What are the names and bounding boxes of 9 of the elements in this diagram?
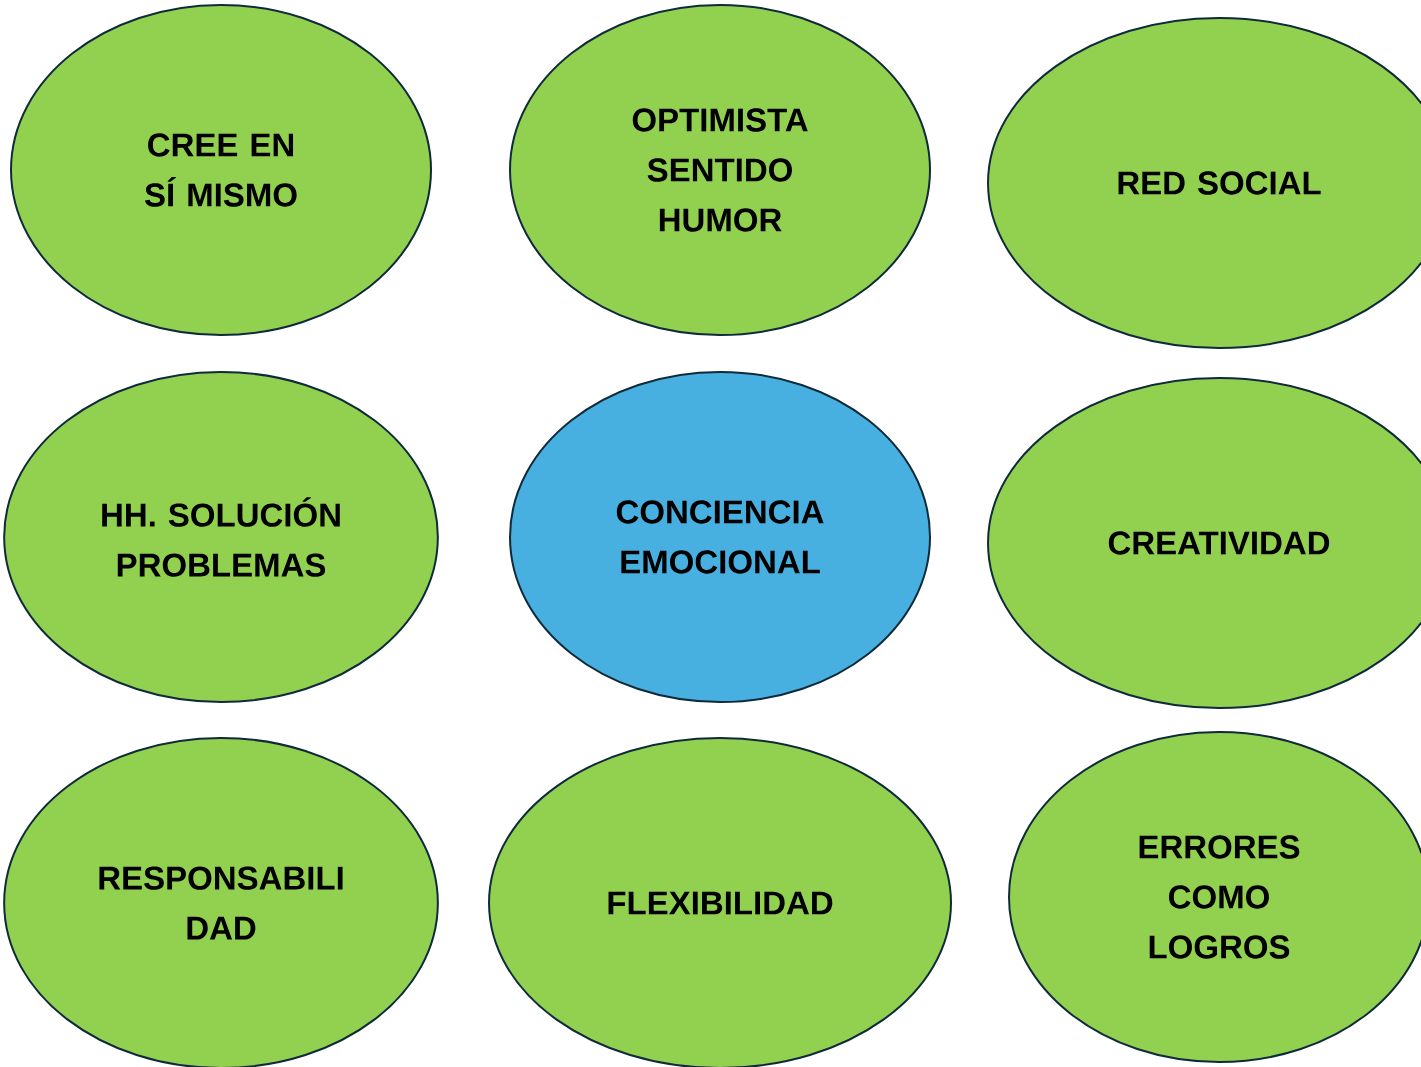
ellipse-node: RED SOCIAL <box>987 17 1421 349</box>
ellipse-node: ERRORES COMO LOGROS <box>1008 731 1421 1063</box>
ellipse-node: OPTIMISTA SENTIDO HUMOR <box>509 4 931 336</box>
ellipse-node: CONCIENCIA EMOCIONAL <box>509 371 931 703</box>
ellipse-node: RESPONSABILI DAD <box>3 737 439 1067</box>
ellipse-node: FLEXIBILIDAD <box>488 737 952 1067</box>
ellipse-node: CREE EN SÍ MISMO <box>10 4 432 336</box>
ellipse-node: HH. SOLUCIÓN PROBLEMAS <box>3 371 439 703</box>
ellipse-node: CREATIVIDAD <box>987 377 1421 709</box>
